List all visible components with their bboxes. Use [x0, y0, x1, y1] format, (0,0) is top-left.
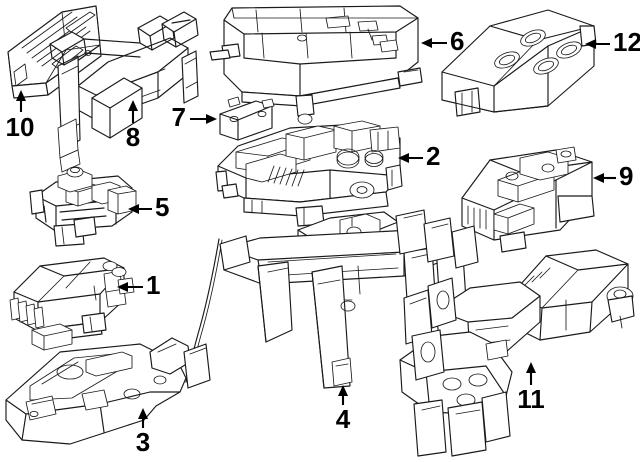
callout-12-label: 12: [613, 27, 640, 57]
part-junction-block-assembly: [215, 120, 403, 227]
callout-8[interactable]: 8: [126, 100, 140, 152]
callout-4-label: 4: [336, 404, 351, 434]
part-mounting-plate: [219, 96, 275, 141]
callout-3[interactable]: 3: [136, 408, 150, 457]
callout-10-label: 10: [6, 112, 35, 142]
callout-7-label: 7: [172, 102, 186, 132]
callout-10[interactable]: 10: [6, 90, 35, 142]
part-fusible-link-block: [461, 146, 595, 253]
part-control-module-bracket: [399, 249, 635, 457]
callouts-layer: 1 2 3 4 5 6: [6, 26, 640, 457]
callout-3-label: 3: [136, 427, 150, 457]
callout-2[interactable]: 2: [398, 141, 440, 171]
part-relay-holder-bracket: [29, 166, 137, 247]
callout-8-label: 8: [126, 122, 140, 152]
callout-12[interactable]: 12: [585, 27, 640, 57]
callout-9-label: 9: [619, 161, 633, 191]
part-relay-bracket: [49, 11, 199, 173]
callout-4[interactable]: 4: [336, 385, 351, 434]
part-junction-block-bracket: [219, 209, 479, 389]
callout-7[interactable]: 7: [172, 102, 217, 132]
part-junction-block-cover: [209, 5, 423, 125]
callout-6[interactable]: 6: [421, 26, 464, 56]
callout-9[interactable]: 9: [593, 161, 633, 191]
callout-1[interactable]: 1: [117, 270, 160, 300]
callout-5[interactable]: 5: [128, 192, 169, 222]
callout-1-label: 1: [146, 270, 160, 300]
callout-2-label: 2: [426, 141, 440, 171]
callout-6-label: 6: [450, 26, 464, 56]
callout-11-label: 11: [517, 384, 545, 414]
callout-5-label: 5: [155, 192, 169, 222]
part-battery-fuse-cover: [441, 9, 597, 117]
callout-11[interactable]: 11: [517, 362, 545, 414]
